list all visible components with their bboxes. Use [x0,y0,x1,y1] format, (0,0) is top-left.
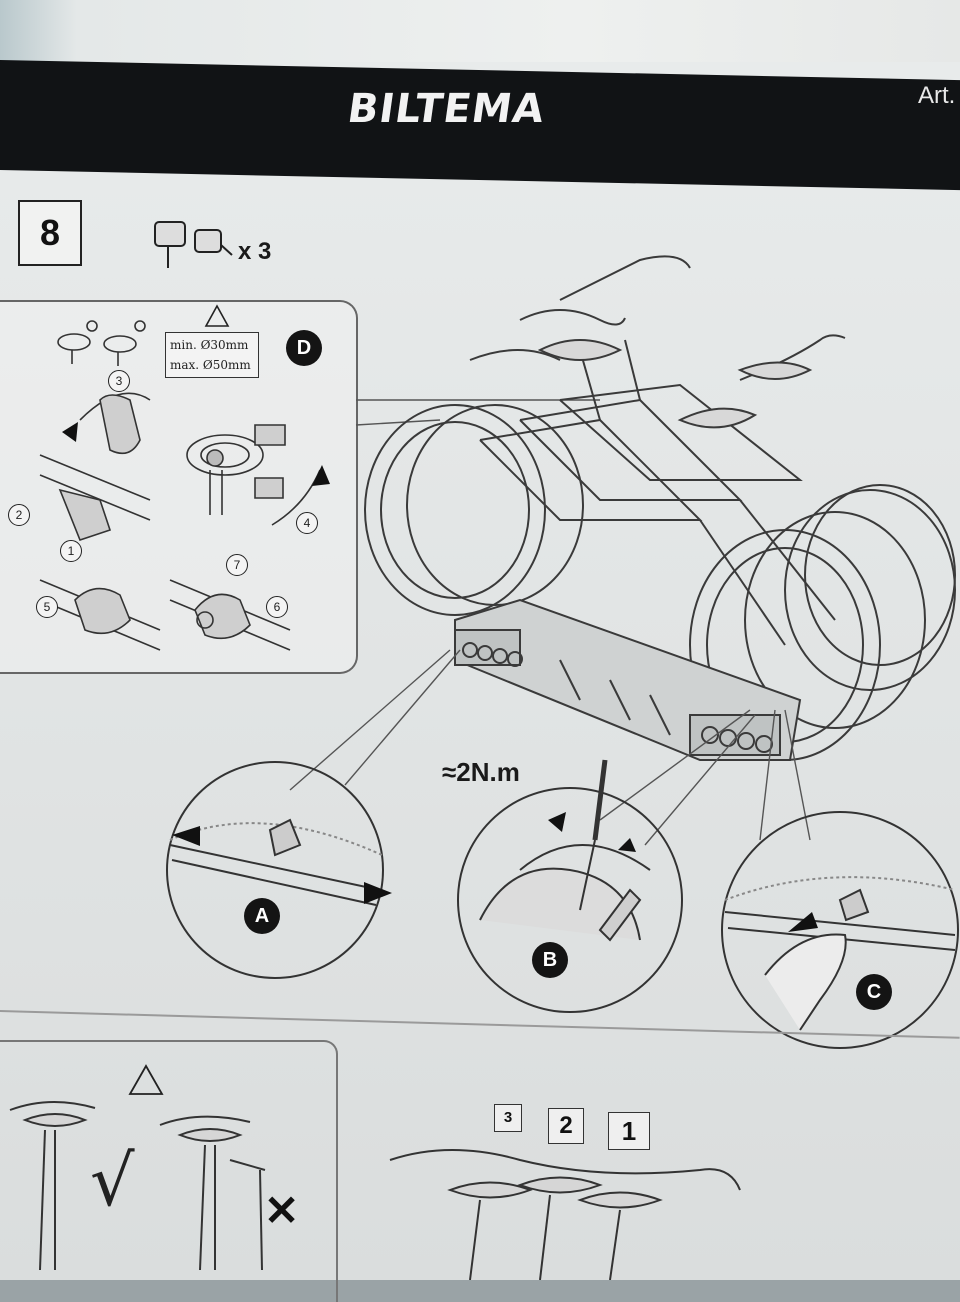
position-3: 3 [494,1104,522,1132]
callout-label-c: C [856,974,892,1010]
callout-circle-b [458,760,682,1012]
callout-label-b: B [532,942,568,978]
background-edge [0,0,960,62]
detail-label-d: D [286,330,322,366]
bike-carrier-illustration [365,256,955,760]
callout-circle-a [167,762,383,978]
sub-step-7: 7 [226,554,248,576]
incorrect-cross-mark: ✕ [264,1187,300,1234]
article-number-label: Art. [918,82,956,109]
lower-bike-illustrations [10,1102,740,1280]
lower-instruction-panel [0,1040,338,1302]
sub-step-3: 3 [108,370,130,392]
sub-step-4: 4 [296,512,318,534]
torque-value: ≈2N.m [442,757,520,787]
spec-min: min. Ø30mm [170,338,249,352]
sub-step-1: 1 [60,540,82,562]
warning-icon [204,304,230,327]
sub-step-5: 5 [36,596,58,618]
lower-warning-icon [128,1064,164,1095]
spec-max: max. Ø50mm [170,358,251,372]
key-count: x 3 [238,238,272,265]
tube-diameter-spec: min. Ø30mm max. Ø50mm [165,332,259,378]
step-number: 8 [18,200,82,266]
position-1: 1 [608,1112,650,1150]
sub-step-2: 2 [8,504,30,526]
keys-icon [155,222,232,268]
callout-circle-c [722,812,958,1048]
position-2: 2 [548,1108,584,1144]
correct-check-mark: √ [90,1140,135,1222]
callout-label-a: A [244,898,280,934]
sub-step-6: 6 [266,596,288,618]
